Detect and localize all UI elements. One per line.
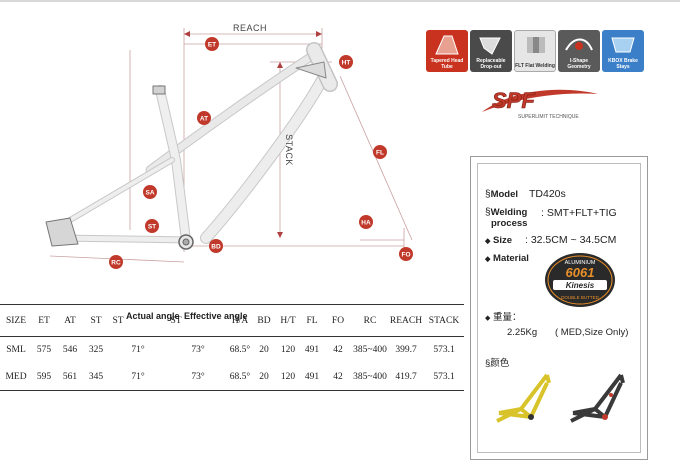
flat-welding-icon: FLT Flat Welding xyxy=(514,30,556,72)
spec-panel: §Model TD420s §Welding process : SMT+FLT… xyxy=(470,156,648,460)
svg-text:SPF: SPF xyxy=(492,88,535,113)
svg-text:Kinesis: Kinesis xyxy=(566,281,595,290)
i-shape-geometry-icon: I-Shape Geometry xyxy=(558,30,600,72)
svg-text:SUPERLIMIT TECHNIQUE: SUPERLIMIT TECHNIQUE xyxy=(518,114,579,120)
frame-geometry-diagram: ET HT AT FL SA ST HA BD RC FO REACH STAC… xyxy=(45,23,413,269)
frame-outline xyxy=(45,42,338,250)
badge-ha: HA xyxy=(361,220,371,227)
replaceable-dropout-icon: Replaceable Drop-out xyxy=(470,30,512,72)
svg-text:ALUMINIUM: ALUMINIUM xyxy=(565,260,596,266)
aluminium-6061-badge-icon: ALUMINIUM 6061 Kinesis DOUBLE BUTTED xyxy=(545,253,615,307)
spec-panel-inner-border xyxy=(477,163,641,453)
svg-text:6061: 6061 xyxy=(566,265,595,280)
badge-st: ST xyxy=(148,224,156,231)
weight-label-row: ◆ 重量： xyxy=(485,312,522,323)
welding-value: : SMT+FLT+TIG xyxy=(541,207,617,219)
yellow-frame-thumbnail-icon xyxy=(496,373,551,423)
badge-rc: RC xyxy=(111,260,121,267)
svg-text:DOUBLE BUTTED: DOUBLE BUTTED xyxy=(561,295,600,300)
badge-fl: FL xyxy=(376,150,384,157)
model-label-row: §Model xyxy=(485,189,519,200)
model-value: TD420s xyxy=(529,188,566,200)
badge-bd: BD xyxy=(211,244,221,251)
size-value: : 32.5CM ~ 34.5CM xyxy=(525,234,617,246)
size-label-row: ◆ Size xyxy=(485,235,513,246)
table-bottom-rule xyxy=(0,390,464,391)
reach-label: REACH xyxy=(233,23,267,33)
black-frame-thumbnail-icon xyxy=(570,373,625,423)
color-label-row: §颜色 xyxy=(485,358,510,369)
tapered-head-tube-icon: Tapered Head Tube xyxy=(426,30,468,72)
badge-fo: FO xyxy=(401,252,410,259)
welding-label-row: §Welding xyxy=(485,207,528,218)
badge-ht: HT xyxy=(342,60,351,67)
dimension-lines xyxy=(49,28,413,263)
weight-note: ( MED,Size Only) xyxy=(555,327,629,338)
table-header-rule xyxy=(0,336,464,337)
spf-logo-icon: SPF SUPERLIMIT TECHNIQUE xyxy=(482,88,598,120)
dimension-arrows xyxy=(184,31,322,238)
top-border xyxy=(0,0,680,2)
feature-icons: Tapered Head Tube Replaceable Drop-out F… xyxy=(426,30,652,76)
weight-value: 2.25Kg xyxy=(507,327,538,338)
welding-label-2: process xyxy=(491,218,528,229)
table-top-rule xyxy=(0,304,464,305)
dimension-badges: ET HT AT FL SA ST HA BD RC FO xyxy=(109,37,413,269)
badge-et: ET xyxy=(208,42,216,49)
badge-at: AT xyxy=(200,116,208,123)
badge-sa: SA xyxy=(145,190,154,197)
material-label-row: ◆ Material xyxy=(485,253,529,264)
kbox-icon: KBOX Brake Stays xyxy=(602,30,644,72)
stack-label: STACK xyxy=(284,134,294,166)
